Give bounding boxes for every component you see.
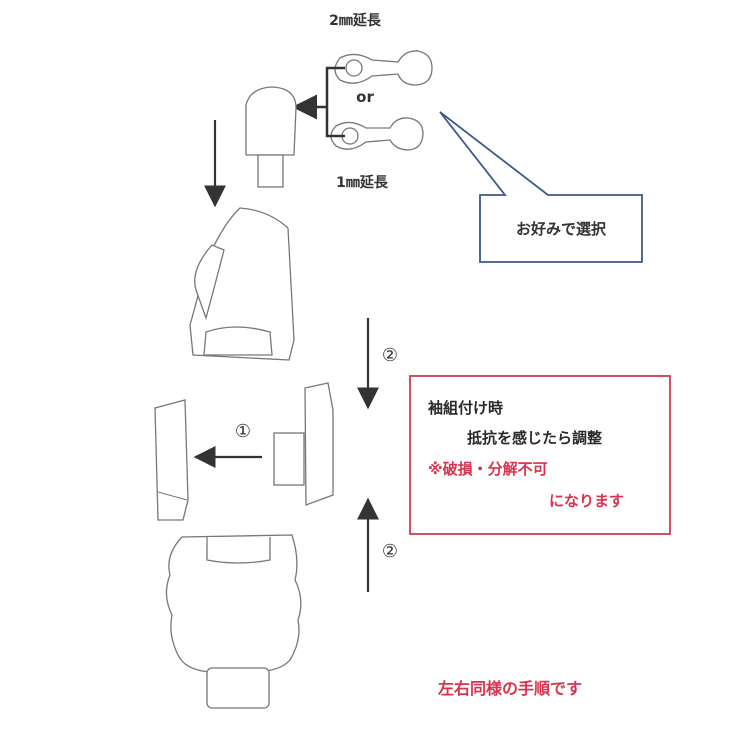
step2-bottom-label: ② (382, 541, 398, 562)
upper-arm-right-part (273, 382, 334, 506)
joint-2mm-part (334, 50, 433, 86)
warning-line-1: ※破損・分解不可 (428, 460, 548, 478)
forearm-part (165, 534, 302, 709)
choice-callout: お好みで選択 (439, 111, 643, 263)
note-line-2: 抵抗を感じたら調整 (467, 429, 602, 447)
adjustment-note-box: 袖組付け時 抵抗を感じたら調整 ※破損・分解不可 になります (409, 375, 671, 535)
label-1mm-extension: 1㎜延長 (336, 174, 389, 191)
callout-text: お好みで選択 (516, 220, 607, 238)
joint-1mm-part (330, 117, 424, 151)
label-2mm-extension: 2㎜延長 (329, 12, 382, 29)
step2-top-label: ② (382, 345, 398, 366)
note-line-1: 袖組付け時 (428, 399, 503, 417)
warning-line-2: になります (549, 492, 624, 510)
footer-note: 左右同様の手順です (437, 679, 582, 698)
shoulder-head-part (245, 86, 297, 188)
label-or: or (356, 88, 374, 106)
shoulder-armor-part (189, 207, 295, 361)
selection-arrow (292, 66, 345, 138)
step1-label: ① (235, 421, 251, 442)
upper-arm-left-part (154, 399, 189, 521)
